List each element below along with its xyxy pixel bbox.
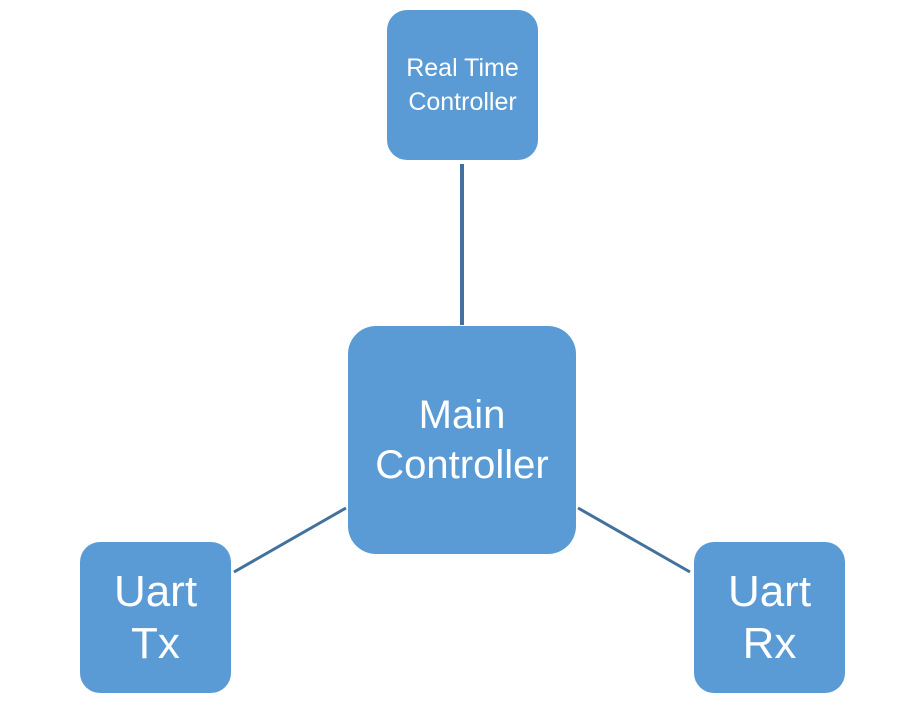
connector-main-to-uart-rx [577, 506, 691, 574]
uart-rx-label-line2: Rx [742, 618, 797, 668]
real-time-controller-node: Real Time Controller [387, 10, 538, 160]
real-time-controller-label-line1: Real Time [406, 54, 519, 82]
connector-main-to-uart-tx [233, 506, 347, 574]
uart-tx-label-line2: Tx [131, 618, 180, 668]
main-controller-node: Main Controller [348, 326, 576, 554]
uart-rx-label-line1: Uart [727, 566, 812, 616]
uart-tx-node: Uart Tx [80, 542, 231, 693]
uart-tx-label-line1: Uart [113, 566, 198, 616]
main-controller-label-line2: Controller [375, 443, 549, 487]
main-controller-label-line1: Main [418, 393, 506, 437]
uart-rx-node: Uart Rx [694, 542, 845, 693]
real-time-controller-label-line2: Controller [408, 88, 517, 116]
